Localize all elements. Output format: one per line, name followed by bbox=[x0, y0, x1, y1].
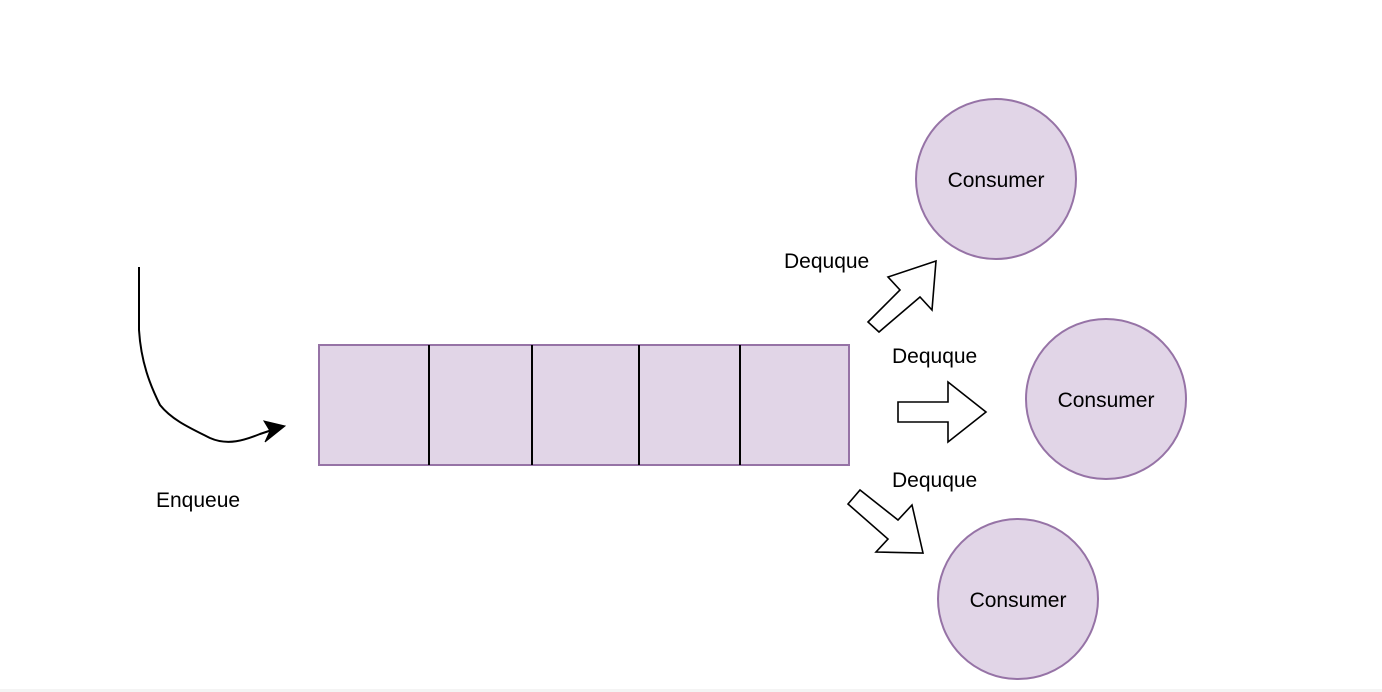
dequeue-label-middle: Dequque bbox=[892, 345, 977, 368]
dequeue-arrow-down-right bbox=[846, 488, 925, 554]
dequeue-arrow-right bbox=[897, 380, 988, 444]
consumer-node: Consumer bbox=[937, 518, 1099, 680]
dequeue-label-bottom: Dequque bbox=[892, 469, 977, 492]
page-bottom-divider bbox=[0, 689, 1382, 692]
consumer-label: Consumer bbox=[948, 169, 1045, 192]
consumer-node: Consumer bbox=[915, 98, 1077, 260]
dequeue-arrow-up-right bbox=[866, 259, 937, 334]
queue-body bbox=[318, 344, 850, 466]
consumer-node: Consumer bbox=[1025, 318, 1187, 480]
queue bbox=[318, 344, 850, 466]
dequeue-label-top: Dequque bbox=[784, 250, 869, 273]
consumer-label: Consumer bbox=[970, 589, 1067, 612]
consumer-label: Consumer bbox=[1058, 389, 1155, 412]
enqueue-arrow bbox=[138, 267, 287, 443]
enqueue-label: Enqueue bbox=[156, 489, 240, 512]
